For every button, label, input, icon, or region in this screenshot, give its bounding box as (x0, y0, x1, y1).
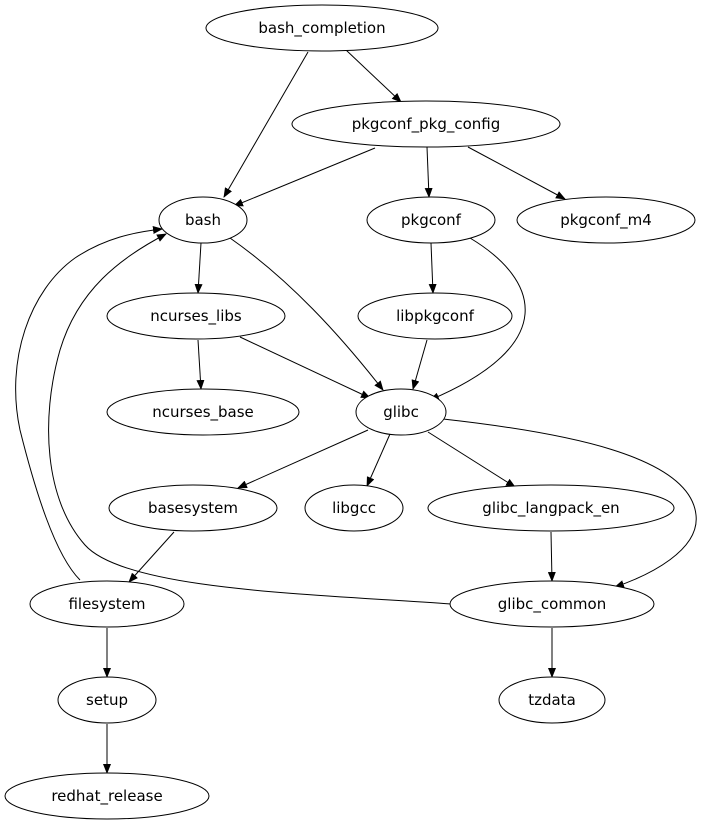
svg-text:pkgconf_pkg_config: pkgconf_pkg_config (352, 115, 501, 134)
svg-text:tzdata: tzdata (528, 691, 576, 709)
node-ncurses_libs: ncurses_libs (106, 292, 286, 340)
edges (15, 49, 697, 774)
edge-bash_completion-pkgconf_pkg_config (345, 49, 402, 103)
svg-text:bash: bash (185, 211, 221, 229)
node-pkgconf: pkgconf (366, 196, 496, 244)
edge-pkgconf_pkg_config-pkgconf_m4 (467, 146, 566, 200)
edge-glibc-basesystem (237, 429, 369, 489)
svg-text:glibc_common: glibc_common (498, 595, 606, 614)
node-pkgconf_m4: pkgconf_m4 (516, 196, 696, 244)
node-glibc_common: glibc_common (449, 580, 655, 628)
edge-pkgconf_pkg_config-pkgconf (424, 146, 433, 198)
nodes: bash_completion pkgconf_pkg_config bash … (4, 4, 696, 820)
edge-bash_completion-bash (223, 51, 309, 198)
svg-text:pkgconf: pkgconf (401, 211, 462, 229)
node-bash_completion: bash_completion (205, 4, 439, 52)
node-pkgconf_pkg_config: pkgconf_pkg_config (291, 100, 561, 148)
edge-glibc_langpack_en-glibc_common (547, 531, 556, 582)
svg-text:libgcc: libgcc (332, 499, 376, 517)
edge-pkgconf_pkg_config-bash (233, 147, 376, 207)
node-basesystem: basesystem (108, 484, 278, 532)
svg-text:pkgconf_m4: pkgconf_m4 (560, 211, 652, 230)
node-setup: setup (57, 676, 157, 724)
edge-bash-ncurses_libs (194, 242, 203, 294)
svg-text:glibc: glibc (383, 403, 419, 421)
edge-pkgconf-glibc (429, 237, 526, 401)
edge-glibc-libgcc (366, 433, 391, 487)
edge-basesystem-filesystem (128, 531, 175, 583)
svg-text:setup: setup (86, 691, 128, 709)
svg-text:filesystem: filesystem (68, 595, 145, 613)
edge-glibc_common-bash (48, 233, 452, 605)
node-libgcc: libgcc (304, 484, 404, 532)
edge-glibc-glibc_common (442, 418, 697, 588)
svg-text:ncurses_base: ncurses_base (152, 403, 254, 422)
node-glibc_langpack_en: glibc_langpack_en (427, 484, 675, 532)
node-bash: bash (158, 196, 248, 244)
svg-text:basesystem: basesystem (148, 499, 238, 517)
node-ncurses_base: ncurses_base (106, 388, 300, 436)
edge-ncurses_libs-glibc (239, 336, 371, 399)
node-glibc: glibc (355, 388, 447, 436)
edge-libpkgconf-glibc (411, 339, 428, 390)
node-filesystem: filesystem (29, 580, 185, 628)
edge-filesystem-bash (15, 226, 163, 581)
edge-ncurses_libs-ncurses_base (196, 339, 205, 390)
edge-bash-glibc (229, 237, 384, 391)
node-libpkgconf: libpkgconf (357, 292, 513, 340)
edge-glibc-glibc_langpack_en (427, 431, 516, 488)
svg-text:bash_completion: bash_completion (258, 19, 385, 38)
node-redhat_release: redhat_release (4, 772, 210, 820)
edge-pkgconf-libpkgconf (428, 242, 437, 294)
svg-text:ncurses_libs: ncurses_libs (150, 307, 242, 326)
svg-text:glibc_langpack_en: glibc_langpack_en (482, 499, 619, 518)
svg-text:redhat_release: redhat_release (51, 787, 162, 806)
node-tzdata: tzdata (498, 676, 606, 724)
svg-text:libpkgconf: libpkgconf (396, 307, 475, 325)
